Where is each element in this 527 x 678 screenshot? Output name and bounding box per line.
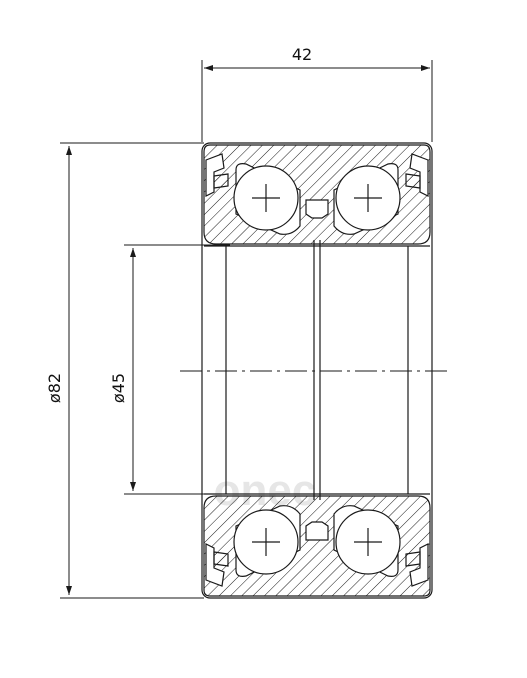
- outer-diameter-label: ø82: [45, 373, 64, 403]
- width-dimension: 42: [201, 45, 433, 142]
- inner-diameter-label: ø45: [109, 373, 128, 403]
- bottom-ball-left: [233, 505, 301, 577]
- top-seal-right: [405, 153, 429, 197]
- top-seal-left: [205, 153, 229, 197]
- outer-diameter-dimension: ø82: [45, 142, 204, 599]
- bottom-center-spacer: [305, 521, 329, 541]
- inner-diameter-dimension: ø45: [109, 244, 230, 495]
- top-ball-left: [233, 163, 301, 235]
- top-center-spacer: [305, 199, 329, 219]
- bottom-seal-left: [205, 543, 229, 587]
- bottom-seal-right: [405, 543, 429, 587]
- top-ball-right: [333, 163, 401, 235]
- width-label: 42: [292, 45, 312, 64]
- bottom-ball-right: [333, 505, 401, 577]
